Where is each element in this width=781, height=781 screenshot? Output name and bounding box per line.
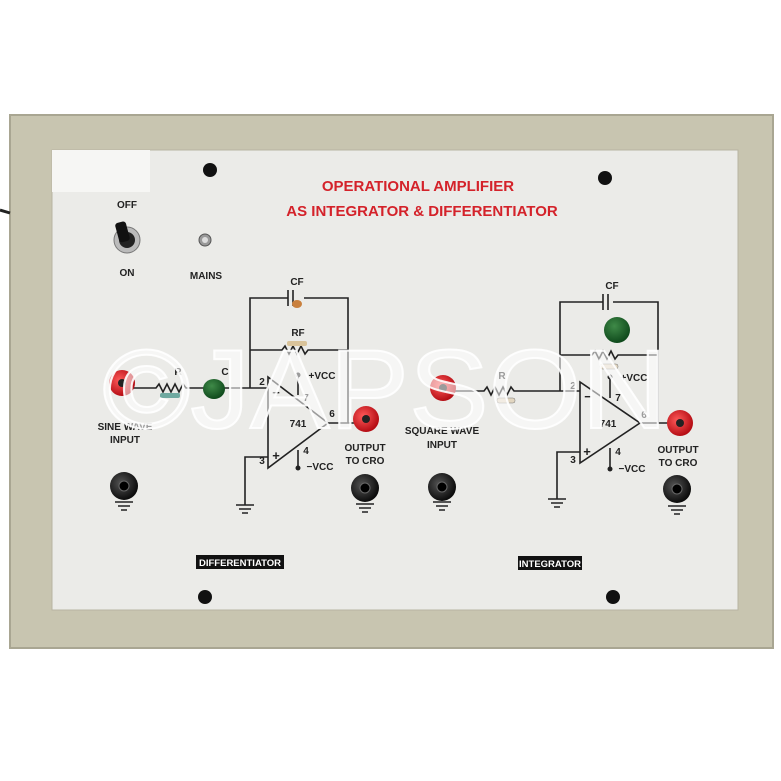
front-panel (51, 149, 739, 611)
panel-title-line1: OPERATIONAL AMPLIFIER (322, 178, 514, 195)
resistor-rf (287, 341, 307, 346)
pin-2-label: 2 (570, 381, 576, 392)
differentiator-tag-text: DIFFERENTIATOR (199, 558, 281, 569)
mains-label: MAINS (190, 271, 223, 282)
int-to-cro-label: TO CRO (659, 458, 698, 469)
power-toggle-switch[interactable] (113, 221, 141, 254)
pin-4-label: 4 (303, 446, 309, 457)
r-label: R (174, 367, 182, 378)
square-wave-label: SQUARE WAVE (405, 426, 480, 437)
int-output-label: OUTPUT (657, 445, 698, 456)
opamp-741-label: 741 (290, 419, 307, 430)
pin-2-label: 2 (259, 377, 265, 388)
cf-label: CF (605, 281, 618, 292)
diff-to-cro-label: TO CRO (346, 456, 385, 467)
square-input-label: INPUT (427, 440, 457, 451)
diff-output-red-jack[interactable] (353, 406, 379, 432)
vcc-neg-label: −VCC (619, 464, 646, 475)
integrator-circuit (432, 294, 687, 515)
sine-input-ground-jack[interactable] (110, 472, 138, 500)
c-label: C (221, 367, 228, 378)
screw-icon (198, 590, 212, 604)
pin-6-label: 6 (329, 409, 335, 420)
noninverting-sign: + (583, 444, 591, 459)
screw-icon (203, 163, 217, 177)
pin-7-label: 7 (615, 393, 621, 404)
square-input-ground-jack[interactable] (428, 473, 456, 501)
resistor-r (160, 393, 180, 398)
cf-label: CF (290, 277, 303, 288)
sine-wave-label: SINE WAVE (98, 422, 153, 433)
pin-6-label: 6 (641, 410, 647, 421)
switch-on-label: ON (120, 268, 135, 279)
screw-icon (606, 590, 620, 604)
vcc-neg-label: −VCC (307, 462, 334, 473)
panel-title-line2: AS INTEGRATOR & DIFFERENTIATOR (286, 203, 558, 220)
mains-indicator-lamp (198, 233, 212, 247)
pin-7-label: 7 (303, 393, 309, 404)
pin-3-label: 3 (259, 456, 265, 467)
integrator-tag (518, 556, 582, 570)
screw-icon (598, 171, 612, 185)
capacitor-cf (292, 300, 302, 308)
int-output-red-jack[interactable] (667, 410, 693, 436)
differentiator-circuit (114, 290, 375, 514)
diff-output-ground-jack[interactable] (351, 474, 379, 502)
square-input-red-jack[interactable] (430, 375, 456, 401)
integrator-tag-text: INTEGRATOR (519, 559, 581, 570)
vcc-pos-label: +VCC (309, 371, 336, 382)
noninverting-sign: + (272, 448, 280, 463)
rf-label: RF (291, 328, 304, 339)
inverting-sign: − (272, 385, 280, 400)
pin-3-label: 3 (570, 455, 576, 466)
pin-4-label: 4 (615, 447, 621, 458)
capacitor-cf (604, 317, 630, 343)
r-label: R (498, 371, 506, 382)
diff-output-label: OUTPUT (344, 443, 385, 454)
vcc-pos-label: +VCC (621, 373, 648, 384)
sine-input-label: INPUT (110, 435, 140, 446)
switch-off-label: OFF (117, 200, 137, 211)
inverting-sign: − (584, 389, 592, 404)
sine-input-red-jack[interactable] (109, 370, 135, 396)
differentiator-tag (196, 555, 284, 569)
int-output-ground-jack[interactable] (663, 475, 691, 503)
copyright-watermark: ©JAPSON (103, 327, 668, 452)
resistor-r (496, 397, 516, 404)
capacitor-c (203, 379, 225, 399)
opamp-741-label: 741 (600, 419, 617, 430)
sticker (52, 150, 150, 192)
resistor-rf (599, 363, 619, 370)
